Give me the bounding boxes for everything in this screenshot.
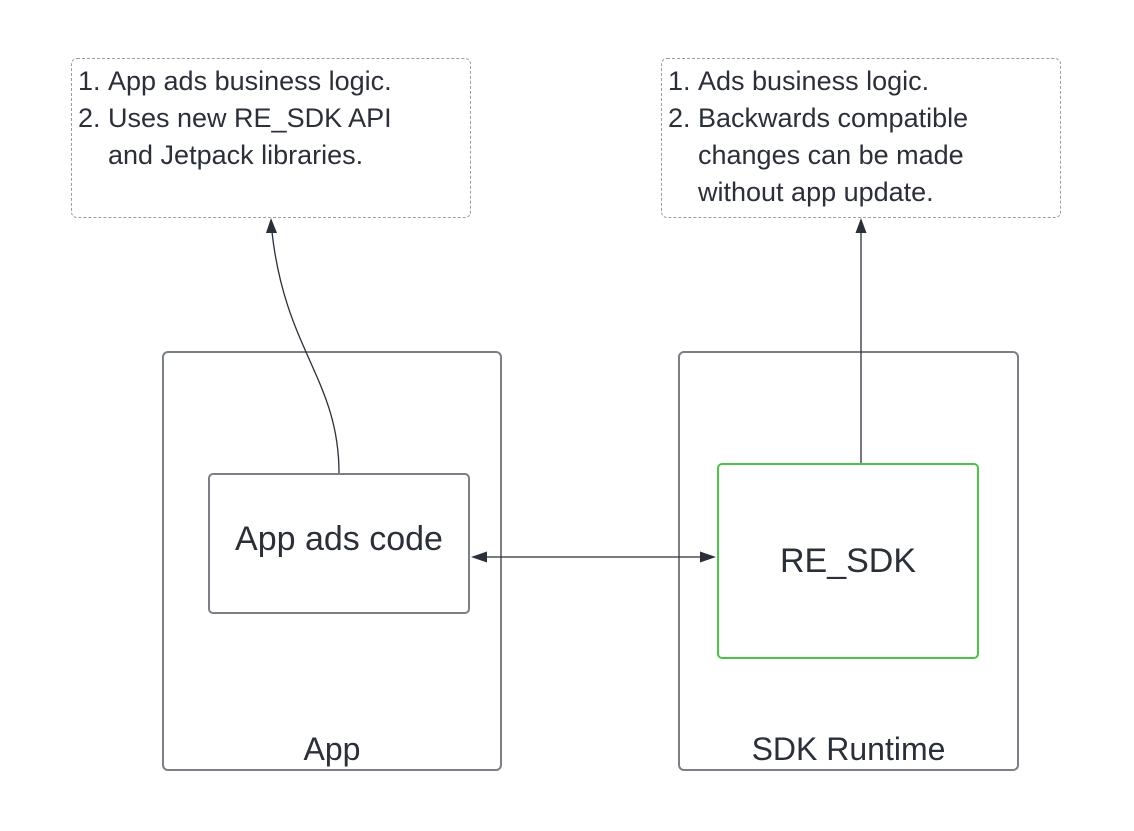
arrowhead-icon [266, 218, 277, 233]
item-number: 2. [668, 103, 691, 133]
item-number: 2. [78, 103, 101, 133]
sdk-note: 1. Ads business logic. 2. Backwards comp… [661, 58, 1061, 218]
sdk-runtime-container-label: SDK Runtime [751, 731, 946, 767]
app-note-item-1: 1. App ads business logic. [78, 63, 462, 100]
item-text: App ads business logic. [108, 66, 392, 96]
item-text: Backwards compatible changes can be made… [698, 103, 969, 207]
app-ads-code-box: App ads code [208, 473, 470, 614]
item-text: Uses new RE_SDK API and Jetpack librarie… [108, 103, 392, 170]
sdk-note-item-2: 2. Backwards compatible changes can be m… [668, 100, 1052, 211]
app-ads-code-label: App ads code [235, 520, 443, 558]
item-number: 1. [78, 66, 101, 96]
app-note-item-2: 2. Uses new RE_SDK API and Jetpack libra… [78, 100, 462, 174]
item-number: 1. [668, 66, 691, 96]
item-text: Ads business logic. [698, 66, 930, 96]
app-container-label: App [303, 731, 361, 767]
re-sdk-label: RE_SDK [779, 541, 917, 580]
arrowhead-icon [855, 218, 867, 233]
re-sdk-box: RE_SDK [717, 463, 979, 659]
sdk-note-item-1: 1. Ads business logic. [668, 63, 1052, 100]
app-note: 1. App ads business logic. 2. Uses new R… [71, 58, 471, 218]
